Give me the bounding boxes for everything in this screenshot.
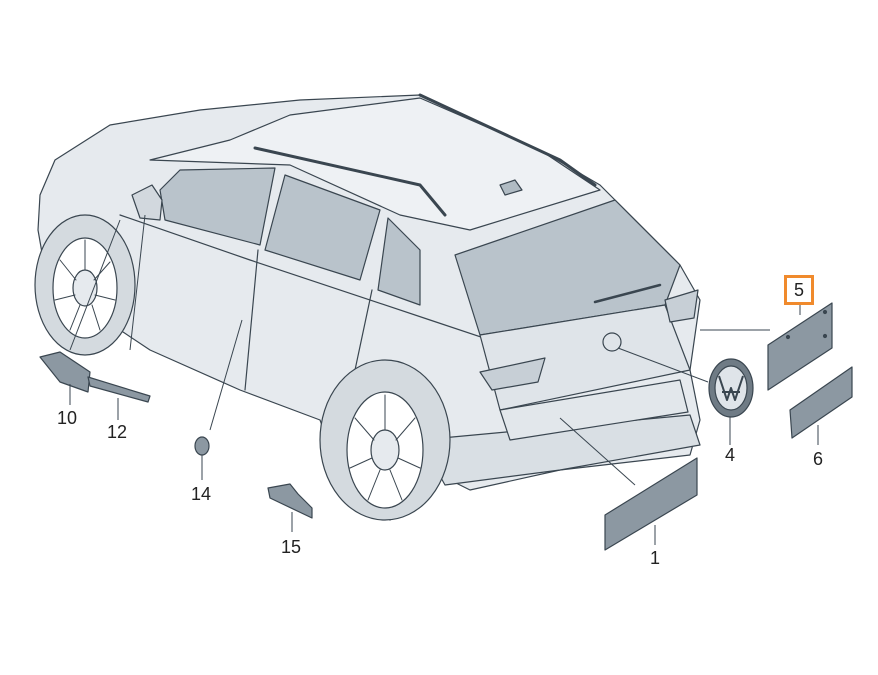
- leader-14b: [209, 319, 243, 431]
- car-roof: [149, 97, 601, 231]
- side-mirror: [131, 184, 163, 221]
- side-window-middle: [264, 174, 381, 281]
- leader-4b: [617, 347, 709, 383]
- part-5-plate: [767, 302, 833, 391]
- roof-rail-right: [418, 93, 597, 187]
- part-6-plate: [789, 366, 853, 439]
- part-10-trim: [39, 351, 91, 393]
- leader-10b: [69, 219, 121, 351]
- callout-14[interactable]: 14: [190, 484, 212, 504]
- part-15-bracket: [267, 483, 313, 519]
- callout-15[interactable]: 15: [280, 537, 302, 557]
- antenna: [499, 179, 523, 196]
- leader-12b: [129, 214, 146, 351]
- callout-1[interactable]: 1: [649, 548, 660, 568]
- rear-window: [454, 199, 681, 336]
- body-crease: [119, 214, 521, 351]
- side-window-front: [159, 167, 276, 246]
- callout-12[interactable]: 12: [106, 422, 128, 442]
- part-14-cap: [194, 436, 210, 456]
- license-recess: [499, 379, 689, 441]
- tail-light-left: [479, 357, 546, 391]
- part-12-trim: [87, 376, 151, 403]
- roof-rail-left: [253, 146, 447, 217]
- callout-5[interactable]: 5: [784, 275, 814, 305]
- door-line-2: [354, 289, 373, 371]
- door-line-1: [244, 249, 259, 391]
- rear-emblem-location: [602, 332, 622, 352]
- callout-6[interactable]: 6: [812, 449, 823, 469]
- callout-4[interactable]: 4: [724, 445, 735, 465]
- callout-10[interactable]: 10: [56, 408, 78, 428]
- part-1-plate: [604, 457, 698, 551]
- rear-wiper: [593, 283, 662, 304]
- leader-1b: [559, 417, 636, 486]
- tail-light-right: [664, 289, 699, 323]
- side-window-rear: [377, 217, 421, 306]
